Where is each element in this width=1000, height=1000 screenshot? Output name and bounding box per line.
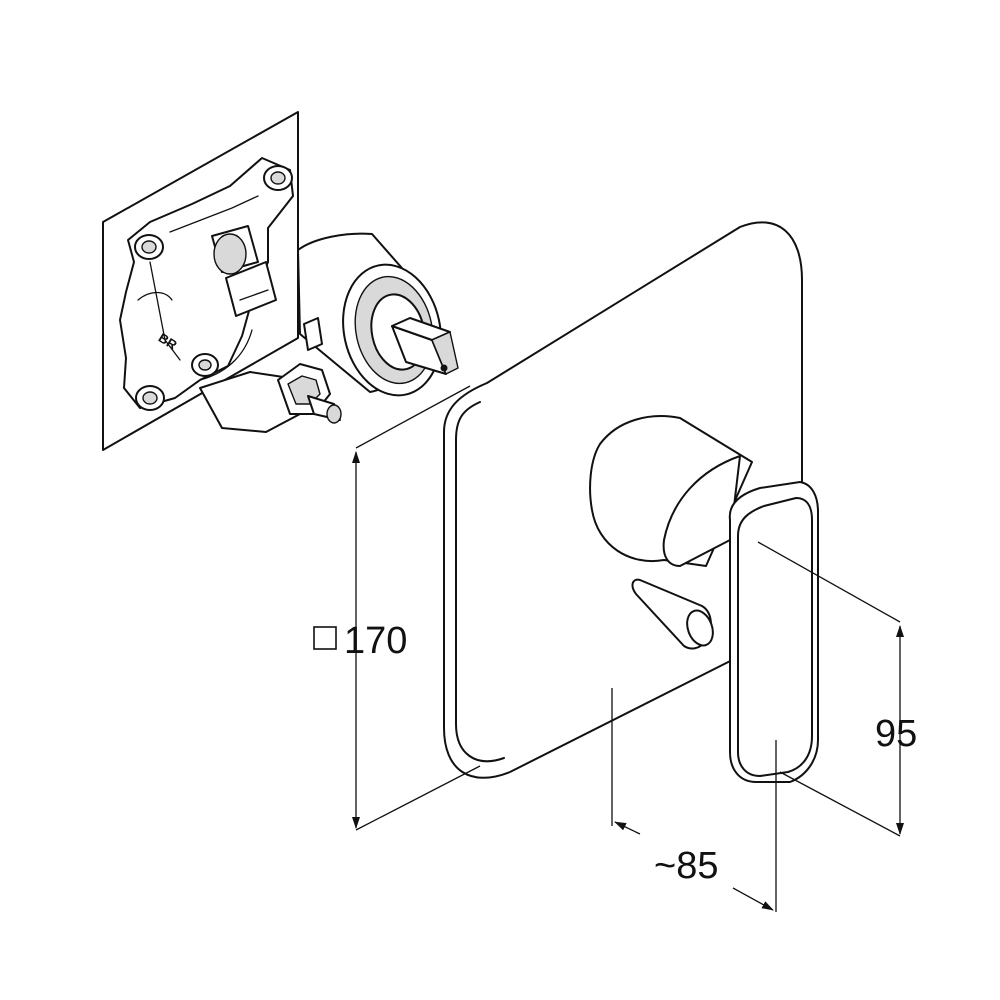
clip-bracket (225, 261, 277, 317)
inlet-stub-end (213, 233, 247, 275)
mounting-bolt (135, 385, 165, 411)
trim-assembly (443, 221, 819, 783)
mounting-bolt (191, 353, 219, 377)
lever-handle (728, 481, 819, 783)
stem-hole (440, 364, 448, 372)
mounting-bolt (263, 165, 293, 191)
lever-handle-face (737, 497, 813, 777)
handle-height-value: 95 (875, 713, 917, 755)
extension-line (757, 541, 901, 623)
body-rib (137, 291, 173, 301)
dimension-projection: ~85 (611, 688, 777, 912)
valve-body (119, 157, 294, 409)
escutcheon-edge (455, 401, 505, 763)
rough-in-valve: BR (102, 111, 459, 451)
extension-line (779, 771, 901, 837)
square-stem-side (431, 331, 459, 375)
cartridge-pin (303, 317, 323, 351)
square-symbol (313, 626, 337, 650)
projection-value: ~85 (654, 845, 718, 887)
body-rib (169, 195, 259, 233)
dimension-plate-size: 170 (313, 385, 481, 831)
plate-size-value: 170 (344, 620, 407, 662)
extension-line (355, 765, 481, 831)
spindle-tip (326, 404, 342, 424)
diverter-knob-end (686, 609, 714, 647)
dimension-handle-height: 95 (757, 541, 917, 837)
body-rib (149, 261, 181, 361)
extension-line (355, 385, 471, 449)
body-rib (199, 329, 253, 381)
clip-slot (239, 289, 269, 301)
dimension-line (614, 821, 641, 835)
dimension-line (732, 887, 774, 911)
mounting-bolt (134, 234, 164, 260)
handle-cylinder-collar (662, 455, 741, 567)
